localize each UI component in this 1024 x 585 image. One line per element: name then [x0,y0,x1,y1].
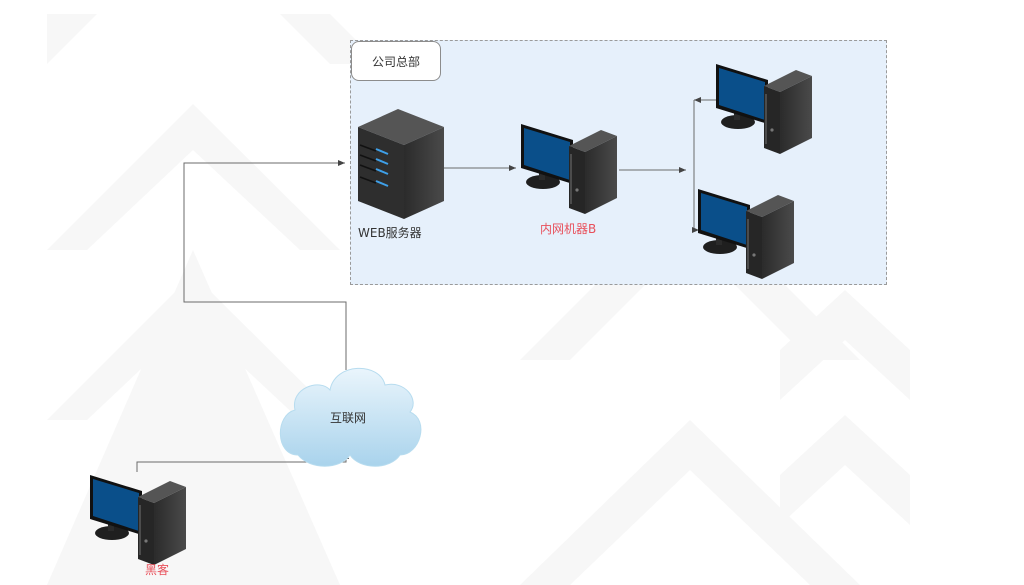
hacker-label: 黑客 [145,563,170,577]
edge-internet-web [183,160,347,370]
internet-label: 互联网 [330,411,367,425]
desktop-pc-icon [697,188,795,280]
internal-machine-b-label: 内网机器B [540,222,597,236]
desktop-pc-icon [89,474,187,566]
headquarters-title: 公司总部 [351,41,441,81]
desktop-pc-icon [520,123,618,215]
desktop-pc-icon [715,63,813,155]
server-icon [358,109,444,219]
web-server-label: WEB服务器 [358,226,422,240]
cloud-icon [279,367,422,467]
